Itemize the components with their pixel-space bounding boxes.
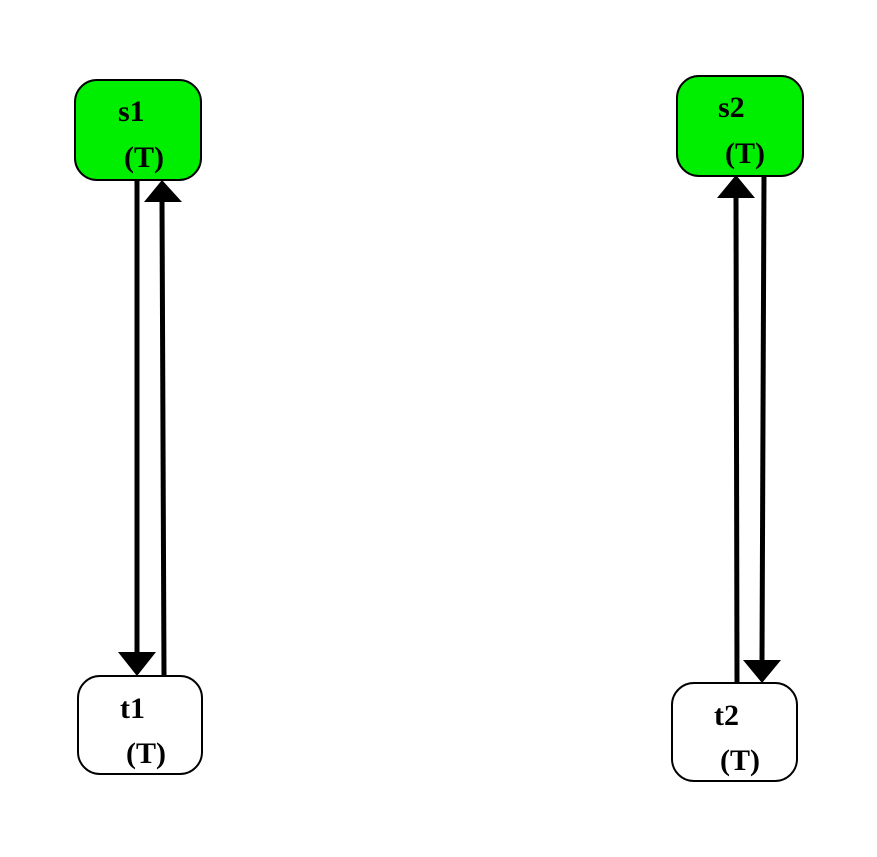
node-t1-value: (T)	[126, 737, 166, 770]
edge-s1-to-t1	[118, 180, 156, 676]
node-s1[interactable]: s1 (T)	[74, 79, 202, 181]
node-t2-name: t2	[714, 699, 739, 732]
node-s2-value: (T)	[725, 137, 765, 170]
node-t1[interactable]: t1 (T)	[77, 675, 203, 775]
edge-t1-to-s1	[144, 180, 182, 677]
node-t2-value: (T)	[720, 744, 760, 777]
node-t1-name: t1	[120, 692, 145, 725]
node-s1-value: (T)	[124, 141, 164, 174]
node-s2-name: s2	[718, 91, 745, 124]
edge-t2-to-s2	[717, 175, 755, 683]
edge-s2-to-t2	[743, 174, 781, 683]
node-s2[interactable]: s2 (T)	[676, 75, 804, 177]
node-t2[interactable]: t2 (T)	[671, 682, 798, 782]
node-s1-name: s1	[118, 95, 145, 128]
